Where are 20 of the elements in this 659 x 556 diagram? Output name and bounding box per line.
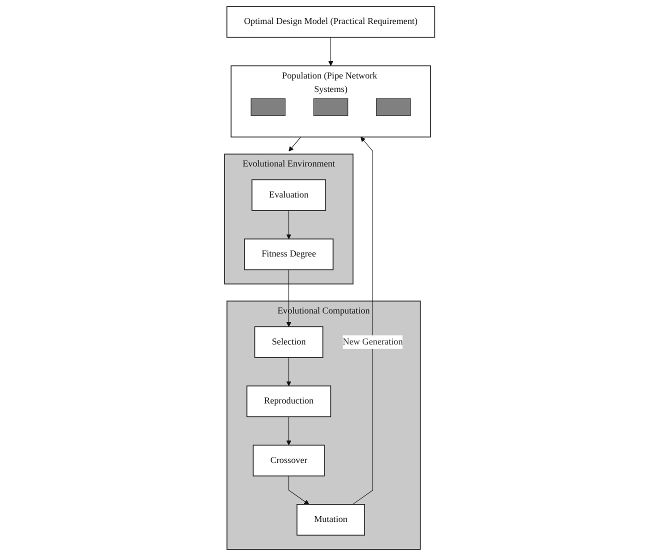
node-bar — [250, 98, 286, 116]
node-box: Crossover — [252, 444, 325, 476]
arrow — [286, 416, 292, 446]
edge-label: New Generation — [342, 336, 403, 347]
arrow — [286, 269, 292, 327]
node-box: Reproduction — [246, 386, 331, 418]
cluster: Population (Pipe Network Systems) — [230, 65, 431, 138]
arrow — [288, 476, 310, 505]
arrow — [288, 136, 301, 152]
node-bar — [376, 98, 411, 116]
arrow — [328, 37, 334, 66]
node-box: Fitness Degree — [244, 238, 334, 270]
node-box: Mutation — [296, 504, 365, 536]
arrow — [286, 210, 292, 240]
node-box: Evaluation — [251, 179, 326, 211]
arrow — [352, 136, 373, 505]
node-box: Selection — [254, 326, 324, 358]
node-bar — [313, 98, 348, 116]
node-box: Optimal Design Model (Practical Requirement) — [226, 6, 435, 38]
arrow — [286, 357, 292, 386]
